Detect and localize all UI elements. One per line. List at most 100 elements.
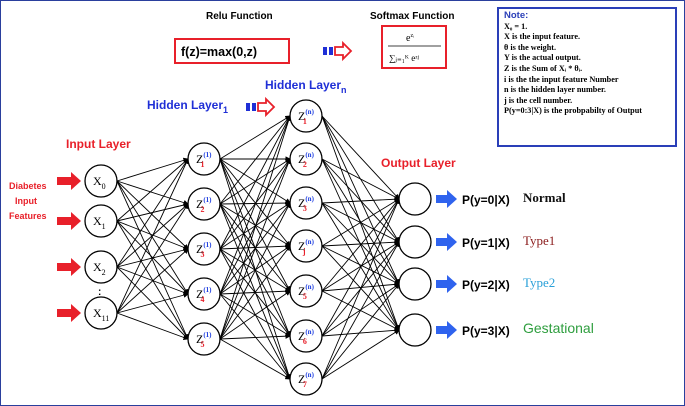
- note-title: Note:: [504, 10, 529, 21]
- note-line: X is the input feature.: [504, 32, 581, 42]
- note-line: Y is the actual output.: [504, 53, 581, 63]
- connection-edge: [219, 338, 291, 380]
- hiddenn-node-label: Z(n)1: [298, 108, 315, 126]
- output-arrow-icon: [436, 233, 457, 251]
- dashed-arrow-icon: [323, 40, 353, 62]
- connection-edge: [321, 198, 400, 380]
- output-probability: P(y=0|X): [462, 193, 510, 207]
- connection-edge: [116, 312, 189, 340]
- relu-box: [174, 38, 290, 64]
- hidden-layer-1-label: Hidden Layer1: [147, 98, 228, 115]
- hiddenn-node-label: Z(n)7: [298, 371, 315, 389]
- note-line: X₀ = 1.: [504, 21, 528, 31]
- hiddenn-node-label: Z(n)2: [298, 151, 315, 169]
- features-label-line-1: Diabetes: [9, 181, 47, 191]
- connection-edge: [219, 333, 291, 340]
- hidden1-node-label: Z(1)2: [196, 196, 212, 214]
- connection-edge: [321, 115, 400, 200]
- connection-edge: [116, 266, 189, 340]
- softmax-denominator: ∑ⱼ₌₁ᴷ eᶻʲ: [389, 53, 420, 63]
- hidden1-node-label: Z(1)1: [196, 151, 212, 169]
- connection-edge: [116, 157, 189, 182]
- hiddenn-node-label: Z(n)6: [298, 328, 315, 346]
- output-probability: P(y=2|X): [462, 278, 510, 292]
- output-area: P(y=0|X)NormalP(y=1|X)Type1P(y=2|X)Type2…: [398, 182, 594, 347]
- ellipsis-dots: :: [98, 287, 101, 298]
- hiddenn-node: Z(n)7: [289, 362, 323, 396]
- output-probability: P(y=1|X): [462, 236, 510, 250]
- output-node: [398, 182, 432, 216]
- connection-edge: [321, 241, 400, 292]
- hidden-layer-n-label: Hidden Layern: [265, 78, 347, 95]
- input-layer-label: Input Layer: [66, 137, 131, 151]
- input-arrow-icon: [57, 304, 81, 322]
- output-arrow-icon: [436, 275, 457, 293]
- connection-edge: [116, 248, 189, 314]
- relu-title: Relu Function: [206, 11, 273, 22]
- hidden1-node: Z(1)2: [187, 187, 221, 221]
- connection-edge: [219, 243, 291, 250]
- input-arrow-icon: [57, 258, 81, 276]
- connection-edge: [116, 180, 189, 340]
- connection-edge: [321, 327, 400, 337]
- hidden1-node: Z(1)1: [187, 142, 221, 176]
- connection-edge: [219, 203, 291, 380]
- features-label-line-3: Features: [9, 211, 47, 221]
- connection-edge: [219, 158, 291, 205]
- connection-edge: [116, 203, 189, 314]
- connection-edge: [321, 239, 400, 247]
- connection-edge: [321, 281, 400, 292]
- connection-edge: [219, 158, 291, 247]
- note-line: θ is the weight.: [504, 42, 557, 52]
- connection-edge: [321, 283, 400, 380]
- output-class-label: Gestational: [523, 320, 594, 336]
- connection-edge: [219, 245, 291, 340]
- hiddenn-node: Z(n)2: [289, 142, 323, 176]
- hiddenn-node-label: Z(n)j: [298, 238, 315, 256]
- note-line: n is the hidden layer number.: [504, 85, 606, 95]
- input-node-label: X2: [93, 260, 106, 277]
- hidden1-node: Z(1)3: [187, 232, 221, 266]
- connection-edge: [219, 245, 291, 295]
- hiddenn-node-label: Z(n)3: [298, 195, 315, 213]
- output-node: [398, 267, 432, 301]
- input-arrow-icon: [57, 172, 81, 190]
- input-node-label: X0: [93, 174, 106, 191]
- output-arrow-icon: [436, 190, 457, 208]
- hiddenn-node: Z(n)5: [289, 274, 323, 308]
- relu-formula: f(z)=max(0,z): [181, 45, 257, 59]
- connection-edge: [116, 180, 189, 295]
- note-lines: X₀ = 1. X is the input feature. θ is the…: [504, 22, 670, 117]
- connection-edge: [219, 158, 292, 380]
- connection-edge: [321, 198, 400, 337]
- output-class-label: Normal: [523, 190, 566, 205]
- softmax-box: [381, 25, 447, 69]
- note-line: i is the the input feature Number: [504, 74, 619, 84]
- connection-edge: [116, 292, 189, 314]
- connection-edge: [321, 158, 400, 285]
- connection-edge: [219, 115, 291, 160]
- connection-edge: [321, 245, 400, 285]
- note-box: Note: X₀ = 1. X is the input feature. θ …: [497, 7, 677, 147]
- dashed-arrow-icon: [246, 96, 276, 118]
- connection-edge: [116, 180, 189, 250]
- connection-edge: [219, 115, 292, 340]
- input-node-label: X1: [93, 214, 106, 231]
- connection-edge: [321, 158, 400, 243]
- nodes: X0X1X2X11Z(1)1Z(1)2Z(1)3Z(1)4Z(1)5Z(n)1Z…: [84, 99, 323, 396]
- note-line: P(y=0:3|X) is the probpabilty of Output: [504, 106, 643, 116]
- connection-edge: [116, 180, 189, 206]
- hidden1-node: Z(1)5: [187, 322, 221, 356]
- connection-edge: [116, 158, 189, 314]
- input-node: X0: [84, 164, 118, 198]
- connection-edge: [321, 158, 400, 200]
- connection-edge: [321, 202, 400, 285]
- hiddenn-node: Z(n)1: [289, 99, 323, 133]
- output-node: [398, 225, 432, 259]
- connection-edge: [219, 203, 291, 247]
- hiddenn-node: Z(n)6: [289, 319, 323, 353]
- output-class-label: Type1: [523, 233, 555, 248]
- softmax-numerator: ezᵢ: [406, 33, 414, 44]
